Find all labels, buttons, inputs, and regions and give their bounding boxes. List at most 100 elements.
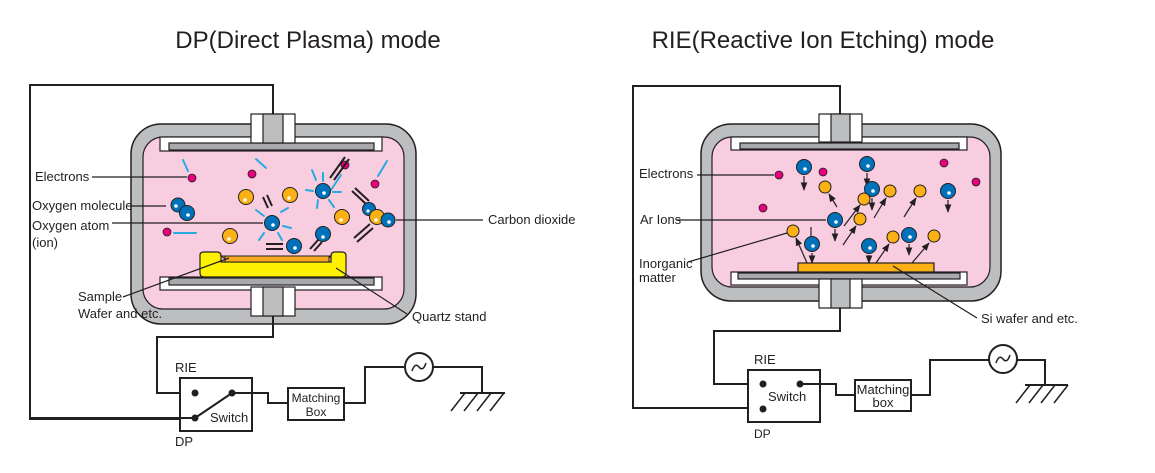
oxygen-molecule: [170, 197, 195, 221]
electron: [971, 177, 981, 187]
electron: [247, 169, 257, 179]
rie-switch-rie-label: RIE: [754, 352, 776, 367]
dp-source-to-ground-wire: [433, 366, 483, 393]
rie-switch-rie-terminal: [759, 380, 767, 388]
label-quartz-stand: Quartz stand: [412, 309, 486, 324]
carbon-dioxide-molecule: [351, 187, 396, 243]
dp-rf-source-icon: [404, 352, 434, 382]
dp-matching-label-1: Matching: [292, 391, 341, 405]
rie-bottom-feedthrough: [818, 278, 863, 309]
dp-switch-dp-label: DP: [175, 434, 193, 449]
ar-ion: [796, 159, 812, 191]
electron: [370, 179, 380, 189]
ar-ion: [827, 212, 843, 242]
rie-chamber: [700, 113, 1002, 309]
dp-switch-rie-terminal: [191, 389, 199, 397]
leader-si-wafer: [892, 265, 978, 319]
ar-ion: [861, 238, 877, 264]
electron: [939, 158, 949, 168]
dp-sample-wafer-body: [224, 255, 330, 263]
ar-ion: [940, 183, 956, 213]
rie-ar-ions: [796, 156, 956, 264]
rie-matching-to-source-wire: [911, 359, 989, 396]
inorganic-particle: [911, 229, 941, 264]
rie-switch-dp-label: DP: [754, 427, 771, 441]
rie-ground-icon: [1015, 384, 1069, 404]
rie-circuit: RIE Switch DP Matching box: [713, 308, 1069, 441]
rie-mode-panel: RIE(Reactive Ion Etching) mode: [632, 27, 1078, 441]
dp-switch-lever: [194, 392, 233, 419]
quartz-stand: [199, 251, 347, 278]
rie-inorganic-particles: [786, 180, 941, 264]
dp-mode-title: DP(Direct Plasma) mode: [175, 27, 440, 54]
dp-switch-label: Switch: [210, 410, 248, 425]
rie-electrons: [758, 158, 981, 213]
rie-switch-to-matching-wire: [800, 383, 855, 396]
dp-ground-icon: [450, 392, 505, 412]
dp-mode-panel: DP(Direct Plasma) mode: [29, 27, 575, 449]
carbon-atom: [334, 209, 350, 225]
dp-matching-label-2: Box: [306, 405, 327, 419]
dp-switch-rie-label: RIE: [175, 360, 197, 375]
rie-upper-electrode-wire: [632, 85, 841, 409]
dp-switch-to-matching-wire: [232, 392, 288, 404]
rie-switch-label: Switch: [768, 389, 806, 404]
inorganic-particle: [873, 184, 897, 219]
inorganic-particle: [903, 184, 927, 218]
label-sample: Sample: [78, 289, 122, 304]
label-oxygen-molecule: Oxygen molecule: [32, 198, 132, 213]
label-carbon-dioxide: Carbon dioxide: [488, 212, 575, 227]
dp-carbon-atoms: [222, 187, 350, 244]
oxygen-ion: [255, 194, 292, 241]
label-sample-wafer: Wafer and etc.: [78, 306, 162, 321]
rie-lower-electrode-wire: [713, 308, 841, 385]
inorganic-particle: [842, 212, 867, 246]
inorganic-particle: [818, 180, 838, 208]
leader-quartz-stand: [335, 267, 408, 315]
dp-matching-to-source-wire: [344, 366, 404, 404]
label-oxygen-atom-ion: (ion): [32, 235, 58, 250]
rie-source-to-ground-wire: [1017, 359, 1046, 385]
rie-matching-label-2: box: [873, 395, 894, 410]
label-electrons: Electrons: [35, 169, 90, 184]
rie-mode-title: RIE(Reactive Ion Etching) mode: [652, 27, 995, 54]
dp-lower-electrode-wire: [156, 316, 274, 394]
rie-label-electrons: Electrons: [639, 166, 694, 181]
dp-oxygen-atoms: [266, 226, 331, 254]
rie-switch-box: [747, 369, 821, 423]
dp-lower-electrode-plate: [168, 277, 375, 286]
electron: [774, 170, 784, 180]
ar-ion: [804, 227, 820, 264]
leader-sample: [122, 257, 230, 298]
leader-inorganic-matter: [687, 232, 788, 263]
carbon-atom: [222, 228, 238, 244]
ar-ion: [901, 227, 917, 256]
rie-top-feedthrough: [818, 113, 863, 143]
label-ar-ions: Ar Ions: [640, 212, 682, 227]
electron: [162, 227, 172, 237]
inorganic-particle: [875, 230, 900, 264]
rie-matching-label-1: Matching: [857, 382, 910, 397]
electron: [758, 203, 768, 213]
rie-switch-dp-terminal: [759, 405, 767, 413]
label-si-wafer: Si wafer and etc.: [981, 311, 1078, 326]
dp-circuit: RIE Switch DP Matching Box: [30, 316, 505, 449]
label-inorganic-matter-2: matter: [639, 270, 677, 285]
inorganic-particle: [843, 192, 871, 227]
ar-ion: [864, 181, 880, 211]
electron: [187, 173, 197, 183]
oxygen-ion-upper: [305, 156, 350, 209]
dp-bottom-feedthrough: [250, 286, 296, 317]
si-wafer: [797, 262, 935, 273]
rie-upper-electrode-plate: [739, 142, 960, 150]
carbon-atom: [282, 187, 298, 203]
rie-rf-source-icon: [988, 344, 1018, 374]
dp-top-feedthrough: [250, 113, 296, 144]
label-oxygen-atom: Oxygen atom: [32, 218, 109, 233]
electron: [818, 167, 828, 177]
rie-lower-electrode-plate: [737, 272, 961, 280]
label-inorganic-matter: Inorganic: [639, 256, 693, 271]
dp-upper-electrode-plate: [168, 142, 375, 151]
carbon-atom: [238, 189, 254, 205]
